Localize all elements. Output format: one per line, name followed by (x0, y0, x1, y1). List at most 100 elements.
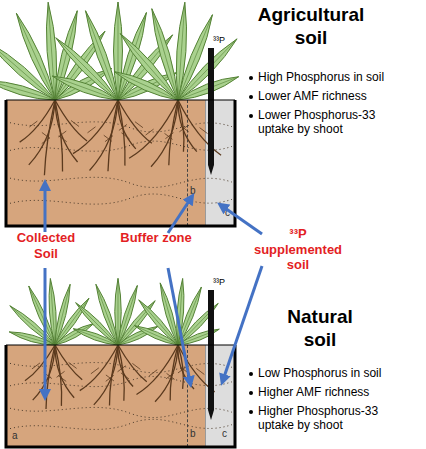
collected-soil: a (6, 345, 187, 447)
leaf (9, 332, 55, 345)
leaf (55, 11, 77, 100)
root-line (29, 100, 55, 165)
leaf-midrib (118, 2, 119, 100)
hypha-line (10, 376, 232, 386)
bullet-text: Higher Phosphorus-33 uptake by shoot (258, 404, 408, 433)
root-line (42, 132, 50, 138)
bullet-dot (249, 95, 253, 99)
root-line (118, 100, 125, 166)
root-line (88, 127, 96, 133)
leaf-midrib (120, 34, 178, 100)
root-line (33, 345, 55, 400)
leaf (178, 329, 219, 345)
leaf (178, 15, 212, 100)
leaf-midrib (114, 72, 178, 100)
bullet-dot (249, 76, 253, 80)
root-line (43, 377, 51, 383)
leaf-midrib (178, 329, 219, 345)
leaf-midrib (118, 286, 137, 345)
leaf-midrib (135, 326, 178, 345)
leaf-midrib (178, 39, 237, 100)
root-line (121, 133, 129, 139)
leaf (55, 324, 94, 345)
leaf-midrib (118, 278, 119, 345)
leaf-midrib (76, 303, 118, 345)
p33-compartment: c (205, 100, 235, 226)
root-line (55, 345, 74, 398)
leaf (56, 38, 118, 100)
leaf-midrib (178, 15, 212, 100)
leaf (118, 286, 137, 345)
leaf-midrib (160, 283, 178, 345)
root-line (118, 345, 133, 387)
bullet-text: Higher AMF richness (258, 385, 408, 399)
zone-letter: a (12, 430, 18, 441)
root-line (105, 136, 113, 142)
leaf (118, 35, 173, 100)
hypha-line (10, 194, 232, 204)
zone-letter: c (222, 428, 227, 439)
root-line (91, 368, 99, 374)
leaf (118, 73, 177, 100)
root-line (106, 375, 114, 381)
root-line (55, 100, 87, 141)
leaf-midrib (118, 301, 155, 345)
hypha-line (10, 177, 232, 187)
leaf (178, 39, 237, 100)
root-line (178, 100, 184, 152)
leaf (120, 34, 178, 100)
leaf (52, 76, 118, 100)
hypha-line (10, 419, 232, 429)
leaf-midrib (55, 324, 94, 345)
leaf-midrib (118, 73, 177, 100)
root-line (94, 345, 118, 405)
leaf-midrib (56, 38, 118, 100)
zone-letter: b (190, 185, 196, 196)
leaf (55, 68, 112, 100)
leaf (115, 278, 121, 345)
root-line (178, 345, 183, 389)
leaf (114, 72, 178, 100)
root-line (196, 368, 204, 374)
leaf-midrib (178, 303, 218, 345)
isotope-tag: ³³P (213, 277, 225, 288)
buffer-zone: b (187, 100, 205, 226)
leaf (0, 42, 55, 100)
root-line (118, 100, 152, 143)
pot-wall (6, 100, 235, 226)
leaf-midrib (9, 332, 55, 345)
leaf-midrib (29, 286, 55, 345)
leaf (73, 329, 118, 345)
leaf (29, 286, 55, 345)
hypha-line (10, 363, 232, 373)
leaf (135, 326, 178, 345)
leaf (96, 284, 118, 345)
leaf-midrib (52, 76, 118, 100)
zone-letter: c (225, 207, 230, 218)
leaf (10, 306, 55, 345)
leaf (0, 81, 55, 100)
root-line (58, 131, 66, 137)
root-line (136, 345, 178, 394)
root-line (57, 371, 65, 377)
panel-heading: Agricultural soil (244, 4, 378, 50)
bullet-text: Low Phosphorus in soil (258, 366, 408, 380)
root-line (58, 375, 66, 381)
leaf-midrib (50, 279, 55, 345)
leaf (118, 301, 155, 345)
root-line (55, 100, 63, 172)
root-line (167, 373, 175, 379)
root-line (178, 345, 194, 389)
root-line (118, 345, 124, 401)
leaf (16, 13, 55, 100)
pot-wall (6, 345, 235, 447)
root-line (69, 362, 77, 368)
root-line (20, 100, 55, 142)
root-line (108, 100, 118, 171)
bullet-text: High Phosphorus in soil (258, 70, 408, 84)
root-line (32, 363, 40, 369)
soil-fill (6, 100, 235, 226)
callout-label: ³³P supplemented soil (246, 226, 350, 273)
leaf (176, 2, 186, 100)
